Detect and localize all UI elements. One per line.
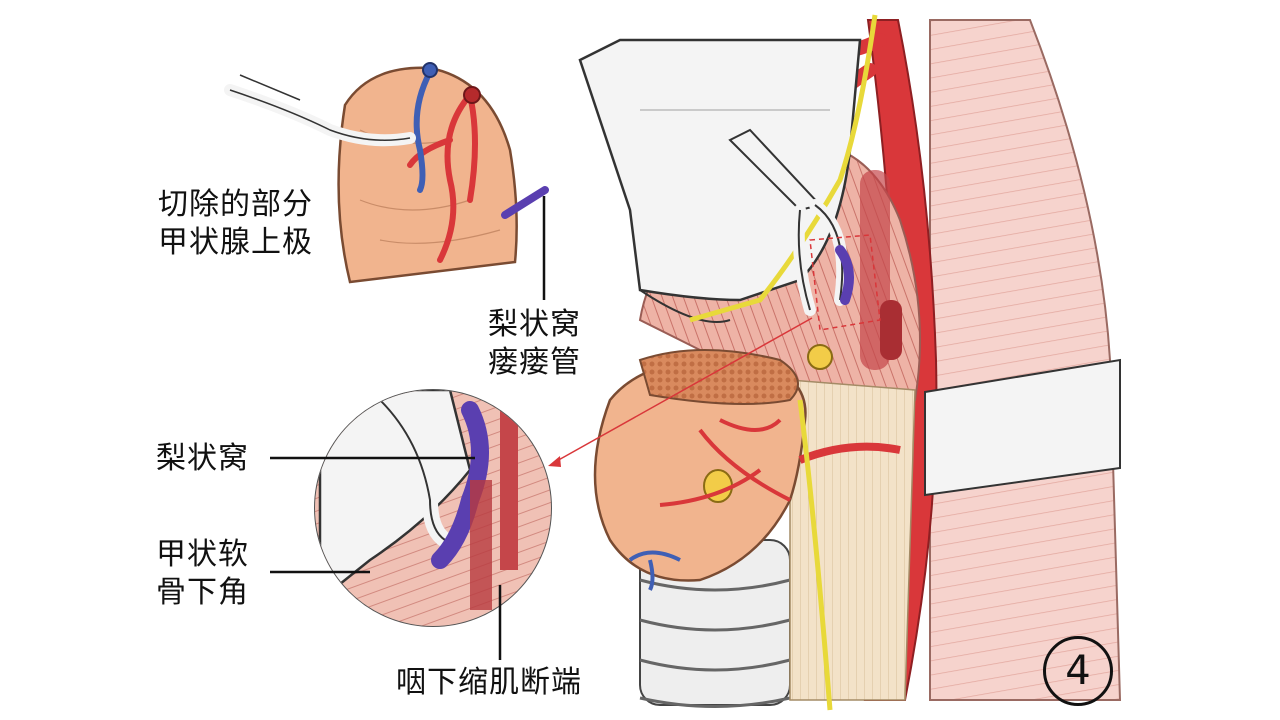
label-resected-upper-pole: 切除的部分 甲状腺上极 <box>158 187 313 260</box>
leader-lines <box>270 196 546 660</box>
panel-number-badge: 4 <box>1043 636 1113 706</box>
label-constrictor-cut-end: 咽下缩肌断端 <box>396 665 582 700</box>
retractor-right <box>924 358 1121 497</box>
label-piriform-fistula: 梨状窝 瘘瘘管 <box>488 307 581 380</box>
thyroid-cartilage <box>578 38 862 323</box>
magnified-inset <box>314 389 552 627</box>
esophagus-strap <box>789 379 916 701</box>
sternocleidomastoid-muscle <box>929 19 1122 701</box>
thyroid-gland <box>593 344 901 591</box>
callout-arrow <box>548 317 813 467</box>
forceps <box>728 128 854 316</box>
label-piriform-fossa: 梨状窝 <box>156 441 249 476</box>
suture-tube <box>224 74 416 147</box>
resected-upper-pole <box>337 62 549 284</box>
nerve <box>689 14 878 711</box>
label-thyroid-inferior-horn: 甲状软 骨下角 <box>156 537 249 610</box>
detail-highlight-box <box>809 234 881 331</box>
